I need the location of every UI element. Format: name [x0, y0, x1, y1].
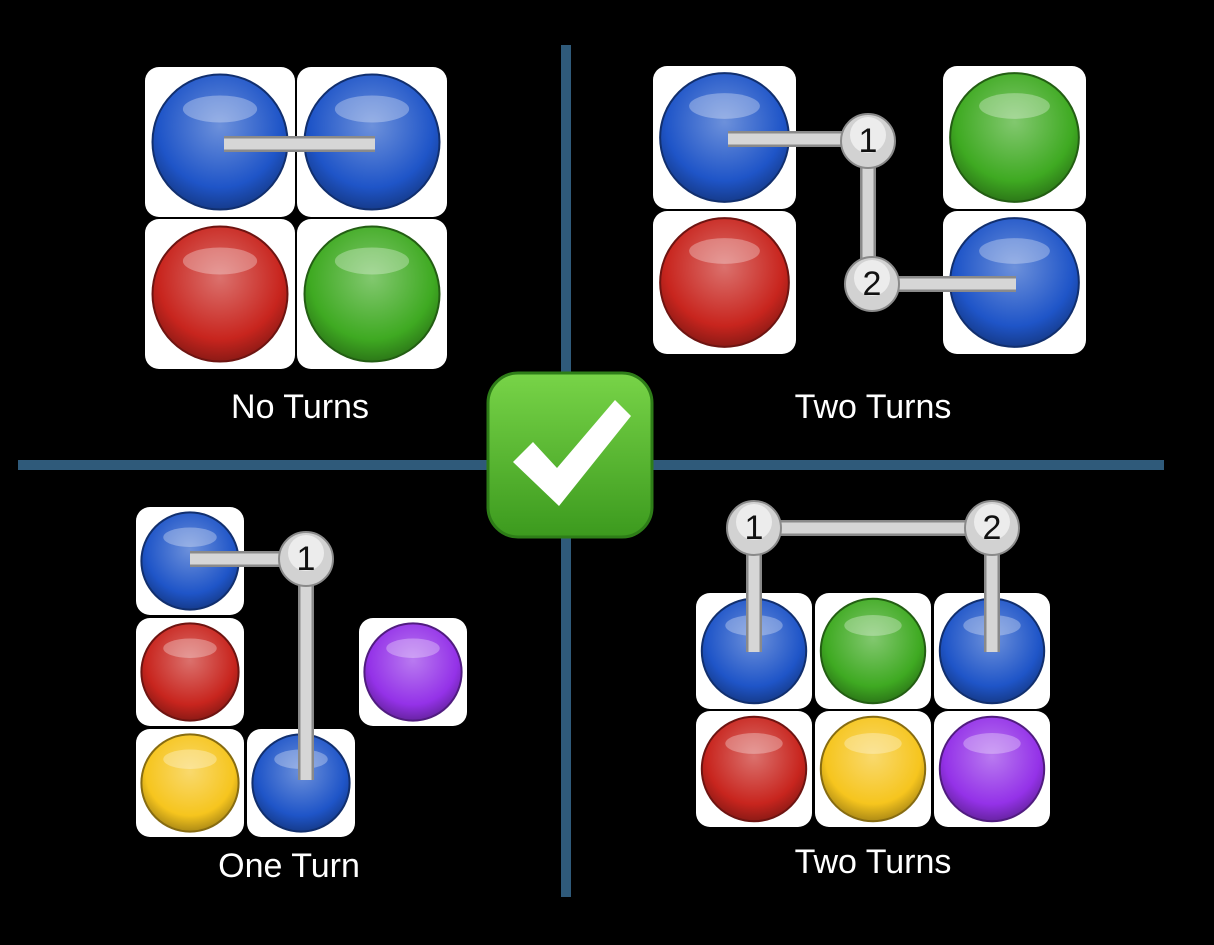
- caption-two-turns-top: Two Turns: [794, 388, 952, 426]
- turn-marker: 2: [964, 500, 1020, 556]
- tile-red[interactable]: [136, 618, 244, 726]
- tile-red[interactable]: [696, 711, 812, 827]
- tile-green[interactable]: [815, 593, 931, 709]
- purple-ball: [363, 622, 463, 722]
- turn-marker: 1: [840, 113, 896, 169]
- green-ball: [303, 225, 441, 363]
- panel-one-turn: [136, 507, 467, 837]
- turn-number: 1: [859, 122, 878, 160]
- red-ball: [151, 225, 289, 363]
- panel-two-turns-bottom: [696, 593, 1050, 827]
- caption-no-turns: No Turns: [231, 388, 369, 426]
- tile-yellow[interactable]: [815, 711, 931, 827]
- tile-yellow[interactable]: [136, 729, 244, 837]
- connector-two-turns-top: 12: [728, 113, 1016, 312]
- red-ball: [659, 217, 790, 348]
- tile-purple[interactable]: [359, 618, 467, 726]
- turn-number: 1: [297, 540, 316, 578]
- red-ball: [140, 622, 240, 722]
- tile-purple[interactable]: [934, 711, 1050, 827]
- red-ball: [700, 715, 808, 823]
- tiles-layer: [136, 66, 1086, 837]
- caption-one-turn: One Turn: [218, 847, 360, 885]
- tile-blue[interactable]: [653, 66, 796, 209]
- tile-green[interactable]: [943, 66, 1086, 209]
- connector-one-turn: 1: [190, 531, 334, 780]
- tile-blue[interactable]: [247, 729, 355, 837]
- panel-no-turns: [145, 67, 447, 369]
- turn-marker: 2: [844, 256, 900, 312]
- yellow-ball: [140, 733, 240, 833]
- yellow-ball: [819, 715, 927, 823]
- turn-number: 2: [863, 265, 882, 303]
- panel-two-turns-top: [653, 66, 1086, 354]
- turn-number: 1: [745, 509, 764, 547]
- tile-red[interactable]: [653, 211, 796, 354]
- turn-marker: 1: [278, 531, 334, 587]
- turn-number: 2: [983, 509, 1002, 547]
- green-ball: [819, 597, 927, 705]
- tile-green[interactable]: [297, 219, 447, 369]
- turn-marker: 1: [726, 500, 782, 556]
- green-ball: [949, 72, 1080, 203]
- purple-ball: [938, 715, 1046, 823]
- tile-blue[interactable]: [145, 67, 295, 217]
- tile-red[interactable]: [145, 219, 295, 369]
- check-mark-icon: [486, 371, 654, 539]
- caption-two-turns-bottom: Two Turns: [794, 843, 952, 881]
